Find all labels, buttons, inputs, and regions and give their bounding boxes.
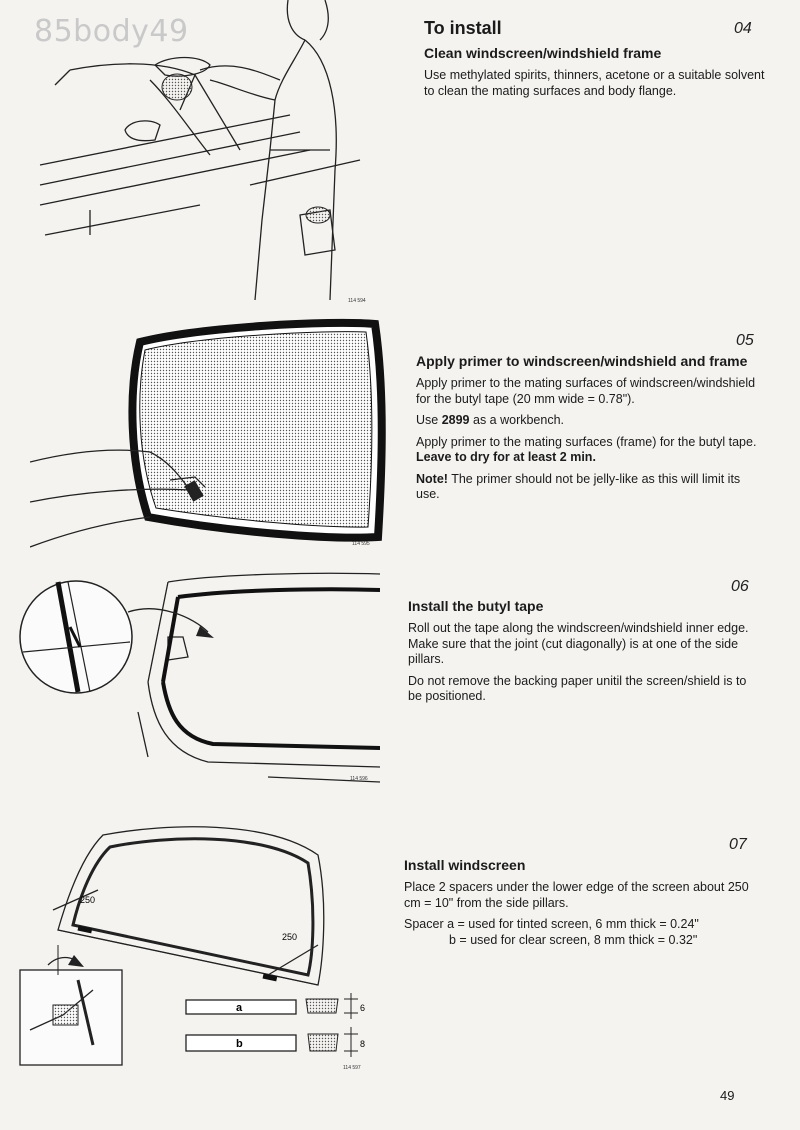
figure-install-windscreen: 250 250 a 6 b 8 114 597	[18, 815, 380, 1075]
figure-id: 114 596	[350, 776, 368, 782]
section-title: Apply primer to windscreen/windshield an…	[416, 353, 748, 369]
dim-a-label: 250	[80, 895, 95, 905]
section-body: Place 2 spacers under the lower edge of …	[404, 880, 749, 910]
section-title: Install the butyl tape	[408, 598, 544, 614]
main-heading: To install	[424, 18, 502, 38]
step-number: 04	[734, 20, 752, 37]
figure-clean-frame: 114 594	[30, 0, 380, 310]
figure-id: 114 597	[343, 1065, 361, 1071]
section-body: Apply primer to the mating surfaces of w…	[416, 376, 756, 406]
thick-a-label: 6	[360, 1003, 365, 1013]
section-body: Roll out the tape along the windscreen/w…	[408, 621, 749, 666]
spacer-spec: b = used for clear screen, 8 mm thick = …	[449, 932, 698, 947]
section-install-windscreen: Install windscreen Place 2 spacers under…	[404, 857, 749, 954]
section-title: Clean windscreen/windshield frame	[424, 45, 662, 61]
section-note: Note! The primer should not be jelly-lik…	[416, 471, 741, 502]
figure-id: 114 595	[352, 541, 370, 547]
dim-b-label: 250	[282, 932, 297, 942]
section-body-workbench: Use 2899 as a workbench.	[416, 413, 565, 427]
page-number: 49	[720, 1088, 735, 1103]
figure-apply-primer: 114 595	[30, 312, 390, 552]
figure-id: 114 594	[348, 298, 366, 304]
section-body: Do not remove the backing paper unitil t…	[408, 673, 747, 704]
thick-b-label: 8	[360, 1039, 365, 1049]
section-butyl-tape: Install the butyl tape Roll out the tape…	[408, 598, 753, 711]
install-windscreen-illustration: 250 250 a 6 b 8	[19, 826, 365, 1066]
step-number: 07	[729, 836, 747, 853]
spacer-b-label: b	[236, 1038, 243, 1050]
section-clean-frame: To install Clean windscreen/windshield f…	[424, 18, 769, 105]
watermark: 85body49	[34, 14, 189, 49]
step-number: 06	[731, 578, 749, 595]
apply-primer-illustration	[30, 318, 386, 548]
butyl-tape-illustration	[19, 572, 380, 783]
spacer-spec: Spacer a = used for tinted screen, 6 mm …	[404, 917, 699, 931]
section-body: Use methylated spirits, thinners, aceton…	[424, 68, 765, 98]
step-number: 05	[736, 332, 754, 349]
figure-butyl-tape: 114 596	[18, 562, 380, 790]
section-body-dry: Apply primer to the mating surfaces (fra…	[416, 434, 757, 465]
clean-frame-illustration	[39, 0, 361, 301]
section-apply-primer: Apply primer to windscreen/windshield an…	[416, 353, 761, 509]
spacer-a-label: a	[236, 1002, 243, 1014]
section-title: Install windscreen	[404, 857, 526, 873]
